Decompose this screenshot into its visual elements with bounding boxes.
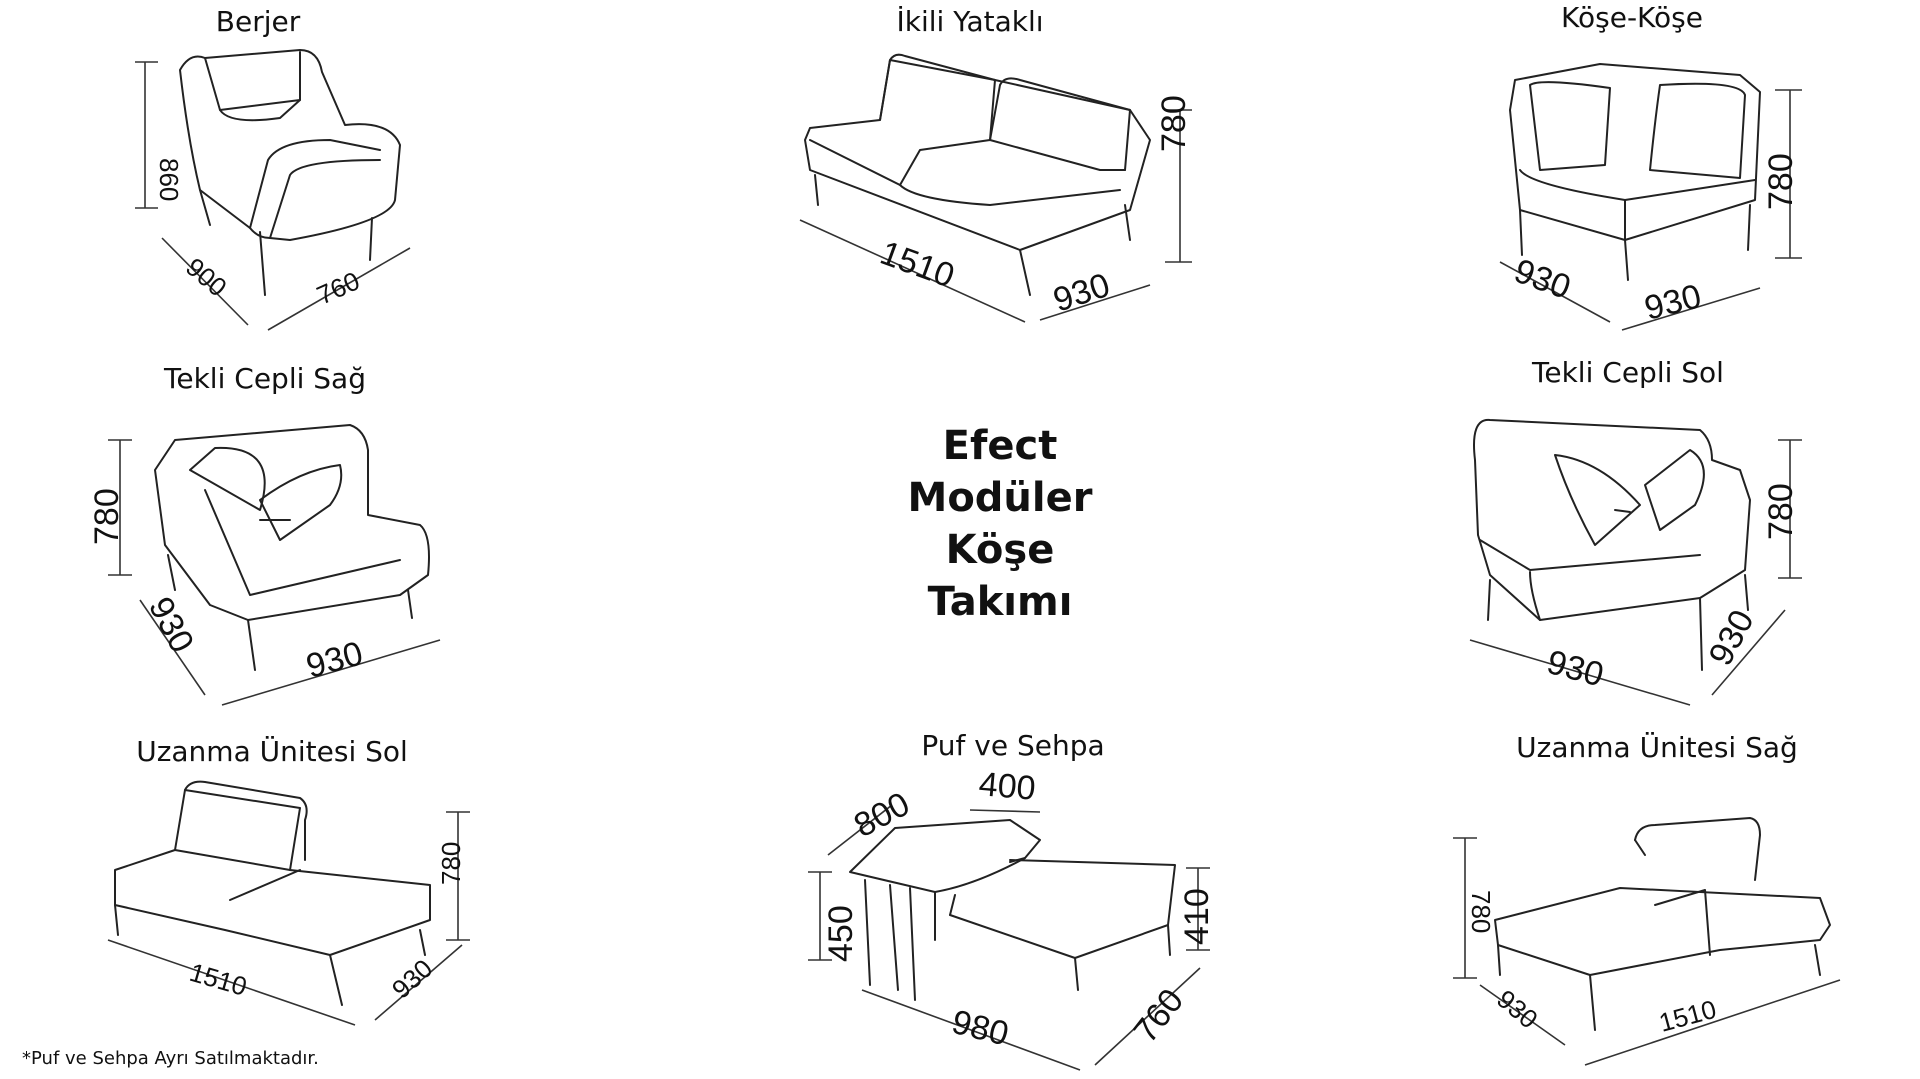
ikili-dim-width: 1510: [875, 234, 959, 296]
puf-dim-pouf-height: 410: [1178, 888, 1216, 945]
footnote: *Puf ve Sehpa Ayrı Satılmaktadır.: [22, 1048, 319, 1069]
module-title-tekli-cepli-sag: Tekli Cepli Sağ: [164, 362, 366, 395]
kose-kose-drawing: 930 930 780: [1499, 63, 1802, 331]
tekli-cepli-sol-drawing: 780 930 930: [1469, 418, 1802, 706]
berjer-dim-width: 760: [312, 265, 364, 310]
uzanma-sol-dim-depth: 930: [386, 953, 438, 1004]
puf-dim-table-height: 450: [822, 905, 860, 962]
module-title-puf-sehpa: Puf ve Sehpa: [921, 729, 1105, 762]
set-title-line-4: Takımı: [927, 579, 1073, 625]
module-title-uzanma-sol: Uzanma Ünitesi Sol: [136, 735, 408, 768]
puf-sehpa-drawing: 800 400 450 410 980 760: [808, 765, 1216, 1071]
ikili-dim-height: 780: [1155, 95, 1193, 152]
kose-dim-height: 780: [1762, 153, 1800, 210]
ikili-dim-depth: 930: [1049, 266, 1115, 320]
uzanma-sag-dim-height: 780: [1466, 890, 1496, 933]
berjer-dim-depth: 900: [180, 252, 233, 303]
uzanma-sol-dim-width: 1510: [186, 957, 250, 1002]
berjer-drawing: 860 900 760: [135, 49, 411, 331]
module-title-tekli-cepli-sol: Tekli Cepli Sol: [1532, 356, 1724, 389]
tekli-sol-dim-width: 930: [1543, 643, 1608, 694]
tekli-sol-dim-height: 780: [1762, 483, 1800, 540]
set-title-line-1: Efect: [942, 423, 1058, 469]
uzanma-sag-dim-width: 1510: [1656, 994, 1720, 1038]
set-title-line-3: Köşe: [945, 527, 1055, 573]
tekli-sol-dim-depth: 930: [1702, 604, 1762, 672]
berjer-dim-height: 860: [154, 158, 184, 201]
module-title-uzanma-sag: Uzanma Ünitesi Sağ: [1516, 731, 1798, 764]
tekli-cepli-sag-drawing: 780 930 930: [88, 424, 441, 706]
puf-dim-pouf-depth: 760: [1126, 982, 1191, 1050]
kose-dim-right: 930: [1641, 277, 1705, 328]
uzanma-sol-drawing: 780 1510 930: [107, 780, 470, 1026]
set-title-line-2: Modüler: [907, 475, 1093, 521]
tekli-sag-dim-width: 930: [302, 634, 367, 685]
uzanma-sol-dim-height: 780: [436, 842, 466, 885]
tekli-sag-dim-height: 780: [88, 488, 126, 545]
puf-dim-pouf-width: 980: [948, 1003, 1012, 1054]
puf-dim-table-depth: 800: [848, 785, 916, 845]
tekli-sag-dim-depth: 930: [141, 591, 201, 659]
module-title-ikili-yatakli: İkili Yataklı: [896, 5, 1044, 38]
module-title-berjer: Berjer: [215, 5, 301, 38]
uzanma-sag-drawing: 780 930 1510: [1453, 817, 1841, 1066]
set-title: Efect Modüler Köşe Takımı: [908, 420, 1093, 628]
puf-dim-table-width: 400: [977, 765, 1037, 808]
uzanma-sag-dim-depth: 930: [1491, 984, 1544, 1035]
module-title-kose-kose: Köşe-Köşe: [1561, 1, 1703, 34]
ikili-yatakli-drawing: 1510 930 780: [799, 53, 1193, 323]
